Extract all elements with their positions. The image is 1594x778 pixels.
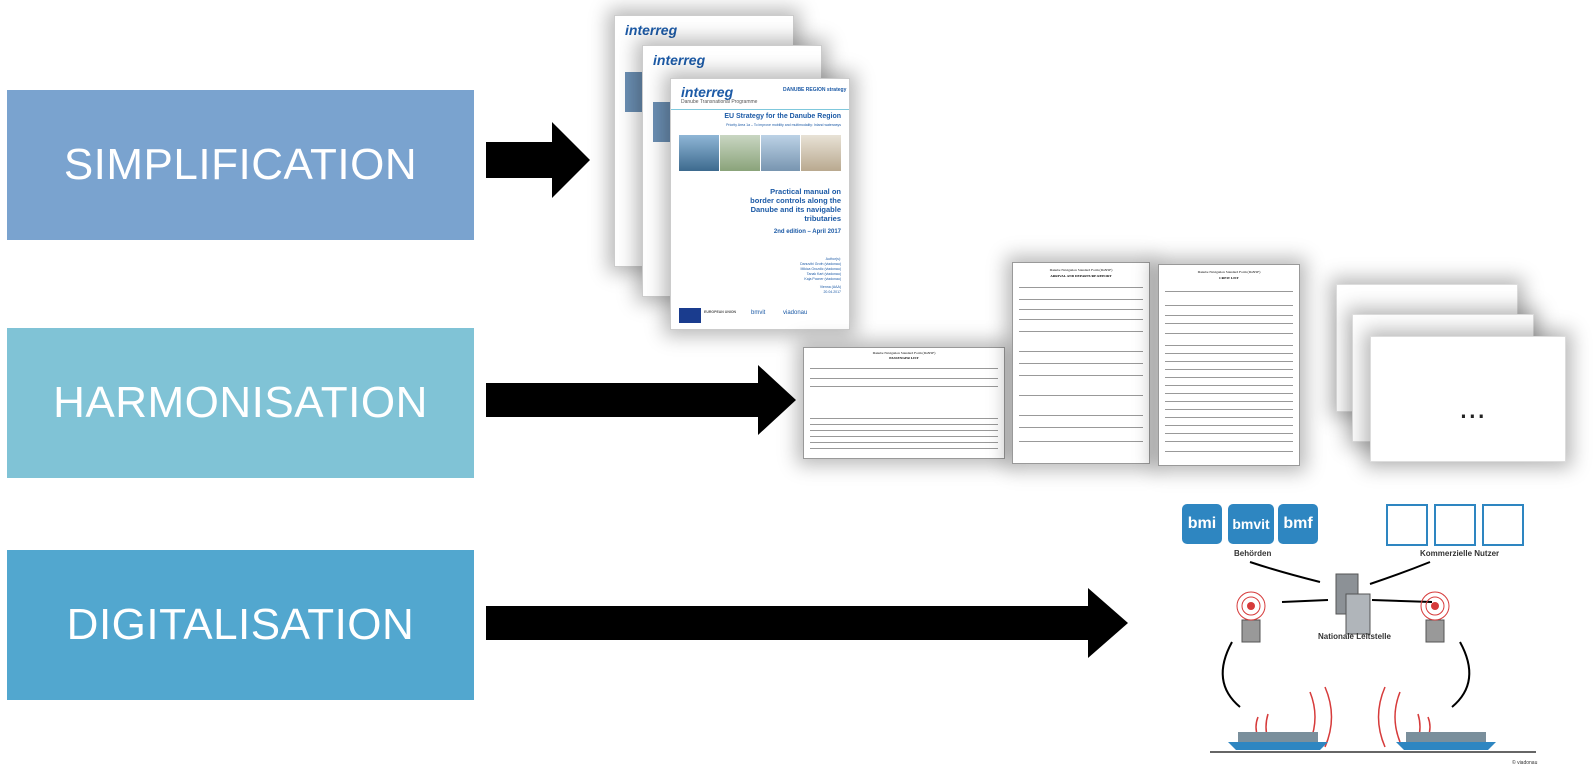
manual-title: Practical manual on border controls alon… [750, 187, 841, 223]
center-label: Nationale Leitstelle [1318, 632, 1391, 641]
photo-strip [625, 72, 645, 112]
digitalisation-box: DIGITALISATION [7, 550, 474, 700]
arrival-departure-form: Danube Navigation Standard Form (DaNSF) … [1012, 262, 1150, 464]
brochure-front: interreg Danube Transnational Programme … [670, 78, 850, 330]
digitalisation-label: DIGITALISATION [66, 600, 415, 649]
edition: 2nd edition – April 2017 [773, 229, 841, 235]
arrow-harmonisation-icon [486, 365, 796, 435]
authority-bmvit: bmvit [1228, 504, 1274, 544]
footer-logo-viadonau: viadonau [783, 310, 808, 316]
strategy-logo: DANUBE REGION strategy [783, 87, 847, 93]
crew-list-form: Danube Navigation Standard Form (DaNSF) … [1158, 264, 1300, 466]
simplification-box: SIMPLIFICATION [7, 90, 474, 240]
eu-flag-icon [679, 308, 701, 323]
footer-eu: EUROPEAN UNION [704, 310, 737, 314]
network-diagram-icon [1210, 561, 1536, 753]
authority-bmi: bmi [1182, 504, 1222, 544]
simplification-label: SIMPLIFICATION [63, 140, 418, 189]
authors-block: Author(s): Danuvibi Grofn (viadonau) Mik… [800, 257, 841, 294]
interreg-logo: interreg [653, 52, 706, 68]
credit-label: © viadonau [1512, 760, 1538, 766]
strategy-title: EU Strategy for the Danube Region [724, 113, 841, 120]
authorities-label: Behörden [1234, 549, 1272, 558]
footer-logo-bmvit: bmvit [751, 310, 766, 316]
crane-icon [1386, 504, 1428, 546]
users-label: Kommerzielle Nutzer [1420, 549, 1500, 558]
ship-icon [1434, 504, 1476, 546]
arrow-digitalisation-icon [486, 588, 1128, 658]
harmonisation-label: HARMONISATION [53, 378, 428, 427]
authority-bmf: bmf [1278, 504, 1318, 544]
cover-photos [679, 135, 841, 171]
programme-name: Danube Transnational Programme [681, 99, 758, 105]
photo-strip [653, 102, 673, 142]
interreg-logo: interreg [625, 22, 678, 38]
arrow-simplification-icon [486, 122, 590, 198]
passenger-list-form: Danube Navigation Standard Form (DaNSF) … [803, 347, 1005, 459]
priority-area: Priority Area 1a – To improve mobility a… [726, 123, 841, 127]
more-ellipsis: ... [1459, 389, 1486, 425]
more-form-front: ... [1370, 336, 1566, 462]
factory-icon [1482, 504, 1524, 546]
interreg-logo: interreg [681, 84, 734, 100]
harmonisation-box: HARMONISATION [7, 328, 474, 478]
digitalisation-diagram: bmi bmvit bmf Behörden Kommerzielle Nutz… [1170, 492, 1560, 772]
